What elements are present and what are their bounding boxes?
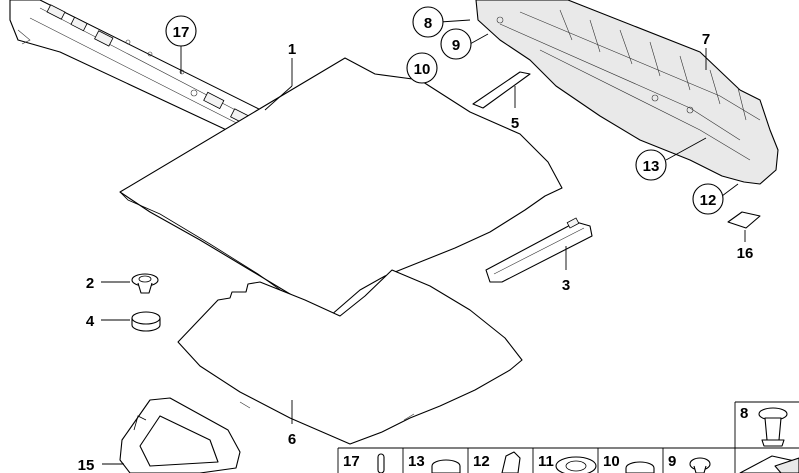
leader-8 bbox=[439, 19, 471, 23]
callout-labels: 17 8 9 10 13 12 1 2 4 5 3 6 7 16 15 bbox=[78, 15, 754, 473]
legend-part-17-pin bbox=[377, 453, 385, 473]
leader-lines bbox=[101, 19, 746, 465]
callout-4: 4 bbox=[86, 313, 95, 330]
slide-rail-part bbox=[485, 217, 593, 283]
hook-frame-part bbox=[119, 397, 241, 473]
callout-10: 10 bbox=[414, 61, 431, 78]
legend-part-13-cap bbox=[431, 459, 461, 473]
legend-label-13: 13 bbox=[408, 453, 425, 470]
legend-part-8-push-clip bbox=[758, 407, 788, 447]
parts-legend-grid: 17 13 12 11 10 9 8 bbox=[337, 401, 799, 473]
callout-8: 8 bbox=[424, 15, 432, 32]
legend-label-17: 17 bbox=[343, 453, 360, 470]
strip-bracket-part bbox=[472, 71, 531, 109]
callout-1: 1 bbox=[288, 41, 296, 58]
callout-circle-8 bbox=[412, 6, 444, 38]
legend-part-11-grommet bbox=[555, 456, 597, 473]
callout-7: 7 bbox=[702, 31, 710, 48]
legend-part-12-clip bbox=[501, 451, 521, 473]
callout-9: 9 bbox=[452, 37, 460, 54]
callout-circle-12 bbox=[692, 183, 724, 215]
callout-15: 15 bbox=[78, 457, 95, 473]
legend-part-10-plug bbox=[625, 461, 655, 473]
leader-1b bbox=[264, 85, 293, 111]
callout-circle-13 bbox=[635, 149, 667, 181]
clip-part bbox=[131, 273, 159, 294]
legend-label-11: 11 bbox=[538, 453, 554, 470]
callout-6: 6 bbox=[288, 431, 296, 448]
legend-label-8: 8 bbox=[740, 405, 748, 422]
leader-13 bbox=[665, 137, 707, 161]
callout-12: 12 bbox=[700, 192, 717, 209]
callout-3: 3 bbox=[562, 277, 570, 294]
callout-17: 17 bbox=[173, 24, 190, 41]
callout-2: 2 bbox=[86, 275, 94, 292]
plug-part bbox=[131, 311, 161, 332]
lower-floor-panel-part bbox=[177, 269, 523, 445]
callout-16: 16 bbox=[737, 245, 754, 262]
callout-circles bbox=[165, 6, 724, 215]
callout-circle-17 bbox=[165, 15, 197, 47]
legend-label-9: 9 bbox=[668, 453, 676, 470]
callout-circle-9 bbox=[440, 28, 472, 60]
legend-label-10: 10 bbox=[603, 453, 620, 470]
legend-label-12: 12 bbox=[473, 453, 490, 470]
leader-9 bbox=[469, 33, 489, 45]
pad-square-part bbox=[727, 211, 761, 229]
callout-circle-10 bbox=[406, 52, 438, 84]
legend-part-9-rivet bbox=[689, 457, 711, 473]
rear-panel-trim-part bbox=[475, 0, 779, 185]
callout-13: 13 bbox=[643, 158, 660, 175]
legend-part-wedge bbox=[739, 455, 799, 473]
callout-5: 5 bbox=[511, 115, 519, 132]
leader-12 bbox=[721, 183, 739, 197]
